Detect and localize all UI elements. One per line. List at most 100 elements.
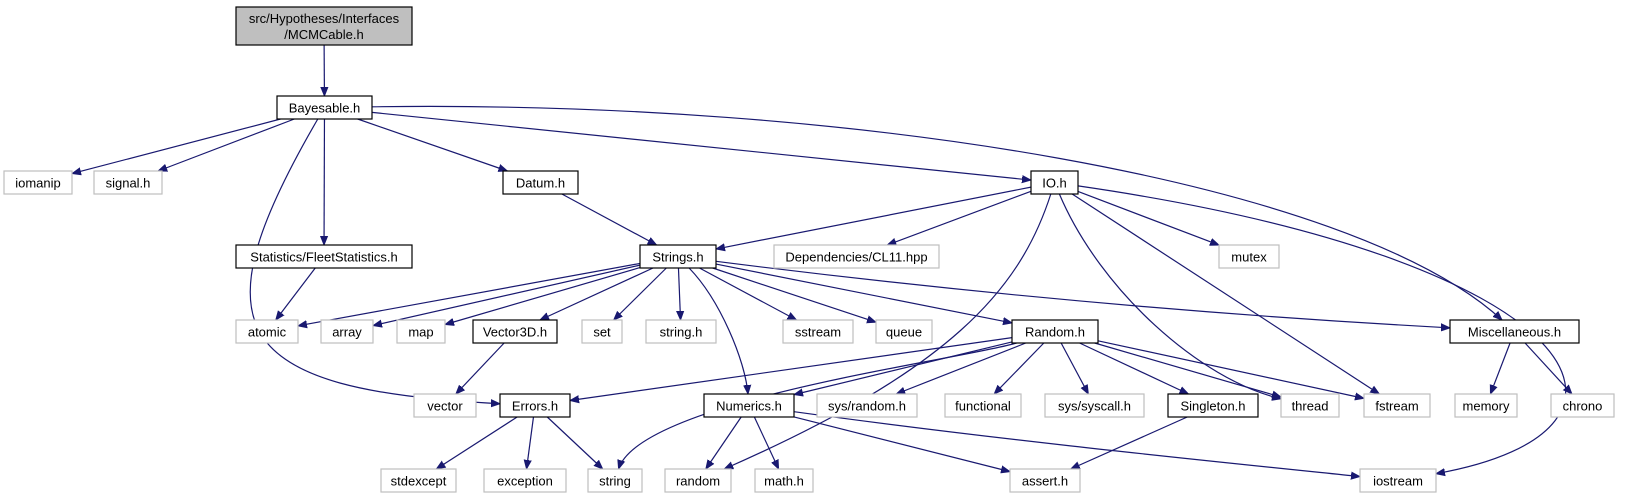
node-box-atomic <box>235 319 299 344</box>
node-box-cl11 <box>773 244 940 269</box>
node-memory: memory <box>1454 393 1518 418</box>
node-label-io: IO.h <box>1042 176 1067 191</box>
node-box-functional <box>944 393 1022 418</box>
node-label-errors: Errors.h <box>512 399 558 414</box>
node-box-io <box>1030 170 1079 195</box>
node-label-array: array <box>332 325 362 340</box>
node-singleton[interactable]: Singleton.h <box>1167 393 1259 418</box>
node-label-strings: Strings.h <box>652 250 703 265</box>
node-label-random_h: Random.h <box>1025 325 1085 340</box>
edge-strings-to-random_h <box>715 263 1012 323</box>
edge-misc-to-chrono <box>1524 342 1572 394</box>
node-misc[interactable]: Miscellaneous.h <box>1449 319 1580 344</box>
node-box-sysrandom <box>816 393 918 418</box>
edge-strings-to-array <box>373 264 641 325</box>
node-label-datum: Datum.h <box>516 176 565 191</box>
node-label-math: math.h <box>764 474 804 489</box>
node-box-errors <box>499 393 571 418</box>
node-map: map <box>396 319 446 344</box>
node-label-mutex: mutex <box>1231 250 1267 265</box>
edge-io-to-random <box>724 193 1052 470</box>
node-label-misc: Miscellaneous.h <box>1468 325 1561 340</box>
node-box-sstream <box>782 319 854 344</box>
node-box-fleetstats <box>235 244 413 269</box>
node-mutex: mutex <box>1218 244 1280 269</box>
node-label-atomic: atomic <box>248 325 287 340</box>
node-random_h[interactable]: Random.h <box>1011 319 1099 344</box>
edge-strings-to-vector3d <box>540 267 654 321</box>
edge-random_h-to-string <box>619 342 1017 469</box>
edge-io-to-thread <box>1058 193 1281 399</box>
node-label-singleton: Singleton.h <box>1180 399 1245 414</box>
edge-errors-to-exception <box>527 416 535 469</box>
node-box-bayesable <box>276 95 373 120</box>
node-label-chrono: chrono <box>1563 399 1603 414</box>
node-box-stringh <box>645 319 717 344</box>
node-signal: signal.h <box>93 170 163 195</box>
node-box-math <box>754 468 814 493</box>
node-sstream: sstream <box>782 319 854 344</box>
node-box-iomanip <box>3 170 73 195</box>
node-iostream: iostream <box>1359 468 1437 493</box>
node-label-random: random <box>676 474 720 489</box>
edge-bayesable-to-iomanip <box>72 118 281 174</box>
node-label-iomanip: iomanip <box>15 176 61 191</box>
node-bayesable[interactable]: Bayesable.h <box>276 95 373 120</box>
node-box-mcmcable <box>235 6 413 46</box>
edge-strings-to-stringh <box>678 267 680 320</box>
node-label-assert: assert.h <box>1022 474 1068 489</box>
edge-io-to-mutex <box>1077 190 1219 245</box>
node-vector3d[interactable]: Vector3D.h <box>472 319 558 344</box>
node-box-map <box>396 319 446 344</box>
node-errors[interactable]: Errors.h <box>499 393 571 418</box>
node-box-strings <box>639 244 717 269</box>
node-box-mutex <box>1218 244 1280 269</box>
node-atomic: atomic <box>235 319 299 344</box>
node-exception: exception <box>483 468 567 493</box>
edge-strings-to-set <box>614 267 667 320</box>
node-box-vector3d <box>472 319 558 344</box>
node-numerics[interactable]: Numerics.h <box>703 393 795 418</box>
edges <box>72 44 1572 477</box>
node-box-assert <box>1009 468 1081 493</box>
node-label-mcmcable: src/Hypotheses/Interfaces <box>249 11 400 26</box>
node-box-vector <box>413 393 477 418</box>
edge-numerics-to-iostream <box>793 411 1360 477</box>
node-box-thread <box>1280 393 1340 418</box>
node-box-fstream <box>1363 393 1431 418</box>
node-fleetstats[interactable]: Statistics/FleetStatistics.h <box>235 244 413 269</box>
node-label-functional: functional <box>955 399 1011 414</box>
node-label-cl11: Dependencies/CL11.hpp <box>785 250 927 265</box>
edge-strings-to-queue <box>712 267 876 322</box>
node-label-vector3d: Vector3D.h <box>483 325 547 340</box>
edge-fleetstats-to-atomic <box>276 267 316 320</box>
edge-strings-to-map <box>445 267 641 325</box>
edge-strings-to-sstream <box>699 267 796 320</box>
node-fstream: fstream <box>1363 393 1431 418</box>
edge-bayesable-to-misc <box>371 105 1502 320</box>
node-label-thread: thread <box>1292 399 1329 414</box>
node-box-exception <box>483 468 567 493</box>
node-thread: thread <box>1280 393 1340 418</box>
edge-random_h-to-functional <box>994 342 1045 394</box>
edge-errors-to-string <box>546 416 602 469</box>
node-datum[interactable]: Datum.h <box>502 170 579 195</box>
edge-random_h-to-syssyscall <box>1060 342 1088 394</box>
node-math: math.h <box>754 468 814 493</box>
node-mcmcable[interactable]: src/Hypotheses/Interfaces/MCMCable.h <box>235 6 413 46</box>
node-box-array <box>320 319 374 344</box>
node-box-iostream <box>1359 468 1437 493</box>
node-string: string <box>587 468 643 493</box>
node-strings[interactable]: Strings.h <box>639 244 717 269</box>
node-label-stdexcept: stdexcept <box>391 474 447 489</box>
edge-random_h-to-singleton <box>1079 342 1189 395</box>
node-syssyscall: sys/syscall.h <box>1044 393 1145 418</box>
node-label-sysrandom: sys/random.h <box>828 399 906 414</box>
node-label-exception: exception <box>497 474 553 489</box>
edge-random_h-to-numerics <box>794 341 1013 395</box>
edge-strings-to-numerics <box>688 267 748 394</box>
edge-random_h-to-thread <box>1094 342 1281 397</box>
edge-numerics-to-math <box>753 416 780 469</box>
node-io[interactable]: IO.h <box>1030 170 1079 195</box>
